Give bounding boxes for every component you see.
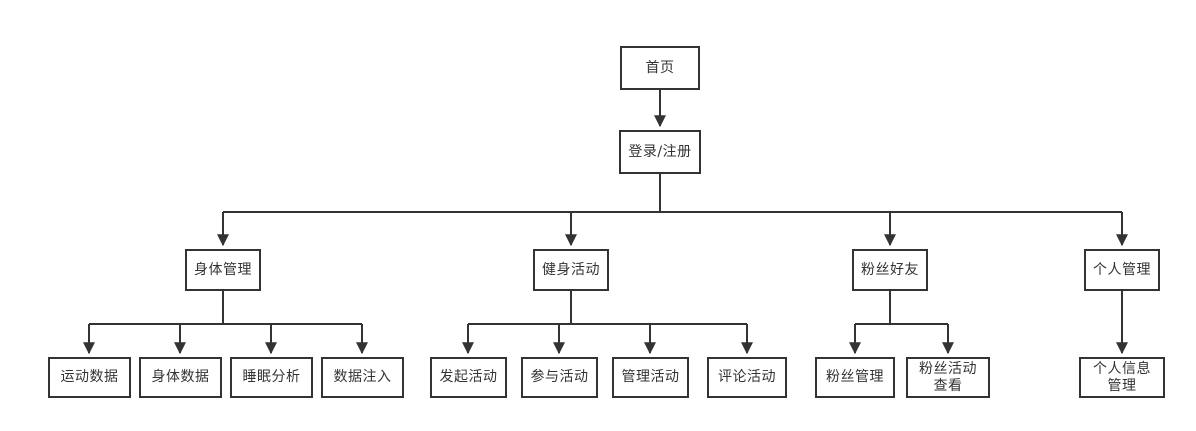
node-join-activity[interactable]: 参与活动: [521, 357, 598, 398]
node-body-management[interactable]: 身体管理: [185, 249, 261, 291]
node-fans-management[interactable]: 粉丝管理: [815, 357, 895, 398]
node-data-injection[interactable]: 数据注入: [321, 357, 404, 398]
node-sports-data[interactable]: 运动数据: [48, 357, 131, 398]
node-login-register[interactable]: 登录/注册: [619, 130, 701, 174]
node-personal-info-management[interactable]: 个人信息 管理: [1079, 357, 1165, 398]
node-personal-management[interactable]: 个人管理: [1084, 249, 1160, 291]
node-fans-activity-view[interactable]: 粉丝活动 查看: [906, 357, 990, 398]
node-manage-activity[interactable]: 管理活动: [612, 357, 689, 398]
node-home[interactable]: 首页: [620, 46, 700, 90]
node-fitness-activity[interactable]: 健身活动: [533, 249, 609, 291]
node-comment-activity[interactable]: 评论活动: [707, 357, 787, 398]
node-fans-friends[interactable]: 粉丝好友: [852, 249, 928, 291]
node-sleep-analysis[interactable]: 睡眠分析: [230, 357, 313, 398]
node-body-data[interactable]: 身体数据: [139, 357, 222, 398]
node-create-activity[interactable]: 发起活动: [430, 357, 507, 398]
